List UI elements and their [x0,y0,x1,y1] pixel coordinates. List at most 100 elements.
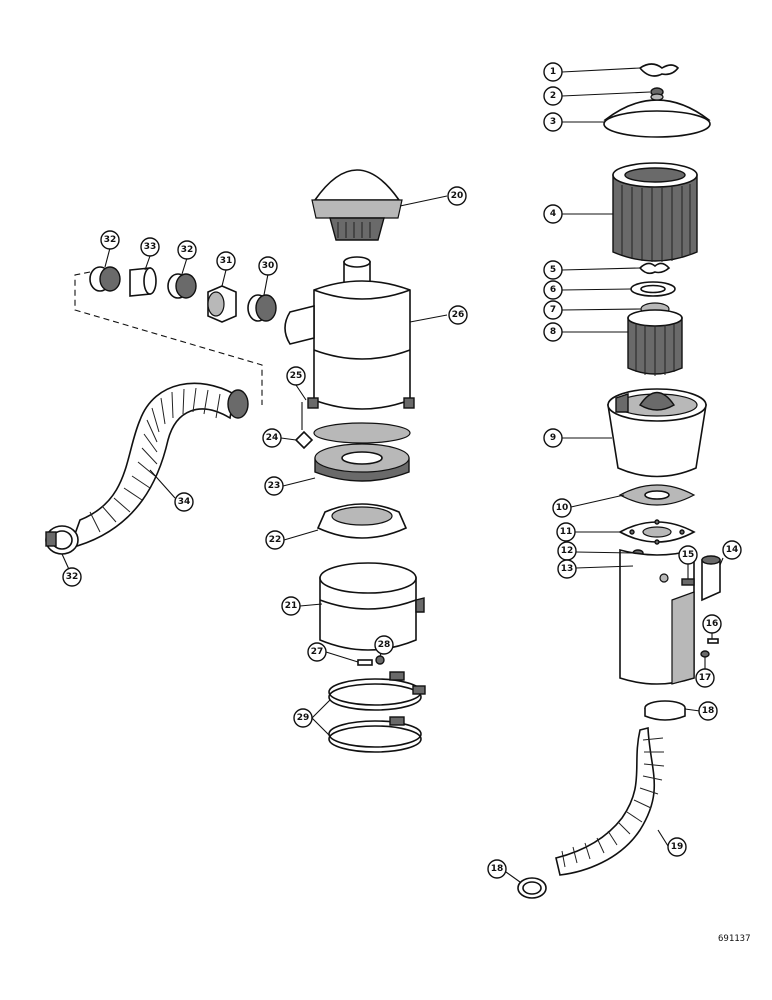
svg-text:2: 2 [550,91,556,101]
svg-text:21: 21 [285,601,298,611]
part-body-gasket [313,422,411,444]
part-nut-28 [375,655,385,665]
callout-24: 24 [262,428,282,448]
svg-text:22: 22 [269,535,282,545]
part-inlet-body [619,548,695,685]
callout-32-c: 32 [62,567,82,587]
callout-27: 27 [307,642,327,662]
svg-text:8: 8 [550,327,556,337]
part-screw-16 [707,638,719,644]
callout-25: 25 [286,366,306,386]
callout-32-b: 32 [177,240,197,260]
part-baffle-pan [316,503,408,539]
callout-9: 9 [543,428,563,448]
svg-text:27: 27 [311,647,324,657]
svg-text:18: 18 [491,864,504,874]
part-screw-27 [357,659,373,666]
part-wing-nut [638,63,680,77]
callout-18-upper: 18 [698,701,718,721]
part-mounting-bands [328,671,426,753]
svg-text:25: 25 [290,371,303,381]
svg-text:18: 18 [702,706,715,716]
callout-20: 20 [447,186,467,206]
callout-15: 15 [678,545,698,565]
callout-28: 28 [374,635,394,655]
svg-text:34: 34 [178,497,191,507]
callout-34: 34 [174,492,194,512]
svg-text:6: 6 [550,285,556,295]
svg-text:15: 15 [682,550,695,560]
callout-4: 4 [543,204,563,224]
callout-13: 13 [557,559,577,579]
callout-26: 26 [448,305,468,325]
callout-3: 3 [543,112,563,132]
callout-18-lower: 18 [487,859,507,879]
callout-7: 7 [543,300,563,320]
part-precleaner-cap [311,169,403,241]
dashed-connection-line [74,271,263,405]
svg-text:32: 32 [66,572,79,582]
part-flex-hose-left [68,382,249,550]
callout-33: 33 [140,237,160,257]
svg-text:32: 32 [104,235,117,245]
svg-text:23: 23 [268,481,281,491]
callout-23: 23 [264,476,284,496]
svg-text:14: 14 [726,545,739,555]
svg-text:1: 1 [550,67,556,77]
svg-text:24: 24 [266,433,279,443]
callout-16: 16 [702,614,722,634]
part-wing-nut-lower [638,262,671,275]
part-nut-17 [700,650,710,658]
svg-text:19: 19 [671,842,684,852]
svg-text:5: 5 [550,265,556,275]
part-gasket [630,281,676,297]
part-hose-clamp-upper [644,700,686,721]
callout-11: 11 [556,522,576,542]
svg-text:4: 4 [550,209,556,219]
svg-text:30: 30 [262,261,275,271]
callout-2: 2 [543,86,563,106]
svg-text:29: 29 [297,713,310,723]
callout-17: 17 [695,668,715,688]
part-flange [618,519,696,545]
callout-14: 14 [722,540,742,560]
svg-text:11: 11 [560,527,573,537]
callout-22: 22 [265,530,285,550]
part-hose-clamp-left [45,525,79,555]
svg-text:20: 20 [451,191,464,201]
callout-29: 29 [293,708,313,728]
callout-12: 12 [557,541,577,561]
svg-text:26: 26 [452,310,465,320]
part-filter-element [612,162,698,262]
svg-text:17: 17 [699,673,712,683]
callout-5: 5 [543,260,563,280]
svg-text:12: 12 [561,546,574,556]
svg-text:9: 9 [550,433,556,443]
callout-8: 8 [543,322,563,342]
svg-text:10: 10 [556,503,569,513]
svg-text:31: 31 [220,256,233,266]
part-bolt-15 [681,578,695,586]
callout-32-a: 32 [100,230,120,250]
callout-30: 30 [258,256,278,276]
svg-text:33: 33 [144,242,157,252]
svg-text:3: 3 [550,117,556,127]
part-inner-element [627,309,683,376]
callout-21: 21 [281,596,301,616]
svg-text:16: 16 [706,619,719,629]
svg-text:7: 7 [550,305,556,315]
svg-text:28: 28 [378,640,391,650]
part-elbow [701,555,721,602]
part-flex-hose-right [555,726,665,876]
callout-10: 10 [552,498,572,518]
part-hose-connectors [89,266,277,323]
callout-6: 6 [543,280,563,300]
callout-19: 19 [667,837,687,857]
svg-text:13: 13 [561,564,574,574]
part-cover [603,93,711,138]
part-hose-clamp-lower [517,877,547,899]
part-air-cleaner-body [284,256,415,410]
part-latch [294,430,314,450]
part-screen [314,443,410,482]
